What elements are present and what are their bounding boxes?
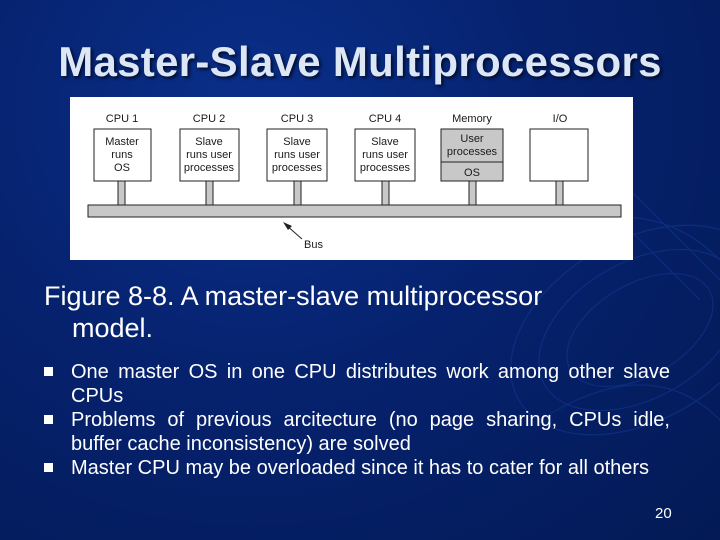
bullet-marker-icon xyxy=(44,367,53,376)
bus-connectors xyxy=(117,180,564,206)
bus-bar xyxy=(87,204,622,218)
cpu3-line3: processes xyxy=(272,162,323,174)
bullet-text: Master CPU may be overloaded since it ha… xyxy=(71,457,650,479)
cpu2-box xyxy=(179,128,240,182)
cpu1-box xyxy=(93,128,152,182)
memory-line1: User xyxy=(460,133,484,145)
cpu4-line1: Slave xyxy=(371,136,399,148)
figure-caption: Figure 8-8. A master-slave multiprocesso… xyxy=(44,280,674,344)
bullet-marker-icon xyxy=(44,463,53,472)
bullet-text: Problems of previous arcitecture (no pag… xyxy=(71,409,670,455)
cpu4-line2: runs user xyxy=(362,149,408,161)
cpu3-line1: Slave xyxy=(283,136,311,148)
cpu2-line3: processes xyxy=(184,162,235,174)
slide-title: Master-Slave Multiprocessors xyxy=(58,38,662,85)
caption-line2: model. xyxy=(72,313,154,343)
cpu1-line2: runs xyxy=(111,149,133,161)
bullet-item: Master CPU may be overloaded since it ha… xyxy=(44,456,670,480)
unit-label-cpu4: CPU 4 xyxy=(369,113,401,125)
memory-os-label: OS xyxy=(464,167,480,179)
cpu4-line3: processes xyxy=(360,162,411,174)
unit-label-io: I/O xyxy=(553,113,568,125)
master-slave-figure: CPU 1 CPU 2 CPU 3 CPU 4 Memory I/O Maste… xyxy=(70,97,633,260)
cpu2-line1: Slave xyxy=(195,136,223,148)
bus-label: Bus xyxy=(304,239,323,251)
unit-label-memory: Memory xyxy=(452,113,492,125)
bullet-list: One master OS in one CPU distributes wor… xyxy=(44,360,670,480)
figure-diagram: CPU 1 CPU 2 CPU 3 CPU 4 Memory I/O Maste… xyxy=(87,113,622,251)
cpu1-line3: OS xyxy=(114,162,130,174)
unit-label-cpu2: CPU 2 xyxy=(193,113,225,125)
bullet-marker-icon xyxy=(44,415,53,424)
bullet-item: Problems of previous arcitecture (no pag… xyxy=(44,408,670,456)
cpu1-line1: Master xyxy=(105,136,139,148)
bullet-item: One master OS in one CPU distributes wor… xyxy=(44,360,670,408)
io-box xyxy=(529,128,589,182)
memory-user-region xyxy=(440,128,504,163)
bullet-text: One master OS in one CPU distributes wor… xyxy=(71,361,670,407)
memory-line2: processes xyxy=(447,146,498,158)
cpu3-line2: runs user xyxy=(274,149,320,161)
page-number: 20 xyxy=(655,505,672,522)
unit-label-cpu1: CPU 1 xyxy=(106,113,138,125)
unit-label-cpu3: CPU 3 xyxy=(281,113,313,125)
cpu2-line2: runs user xyxy=(186,149,232,161)
bus-arrow-head xyxy=(283,222,292,230)
caption-line1: Figure 8-8. A master-slave multiprocesso… xyxy=(44,281,543,311)
